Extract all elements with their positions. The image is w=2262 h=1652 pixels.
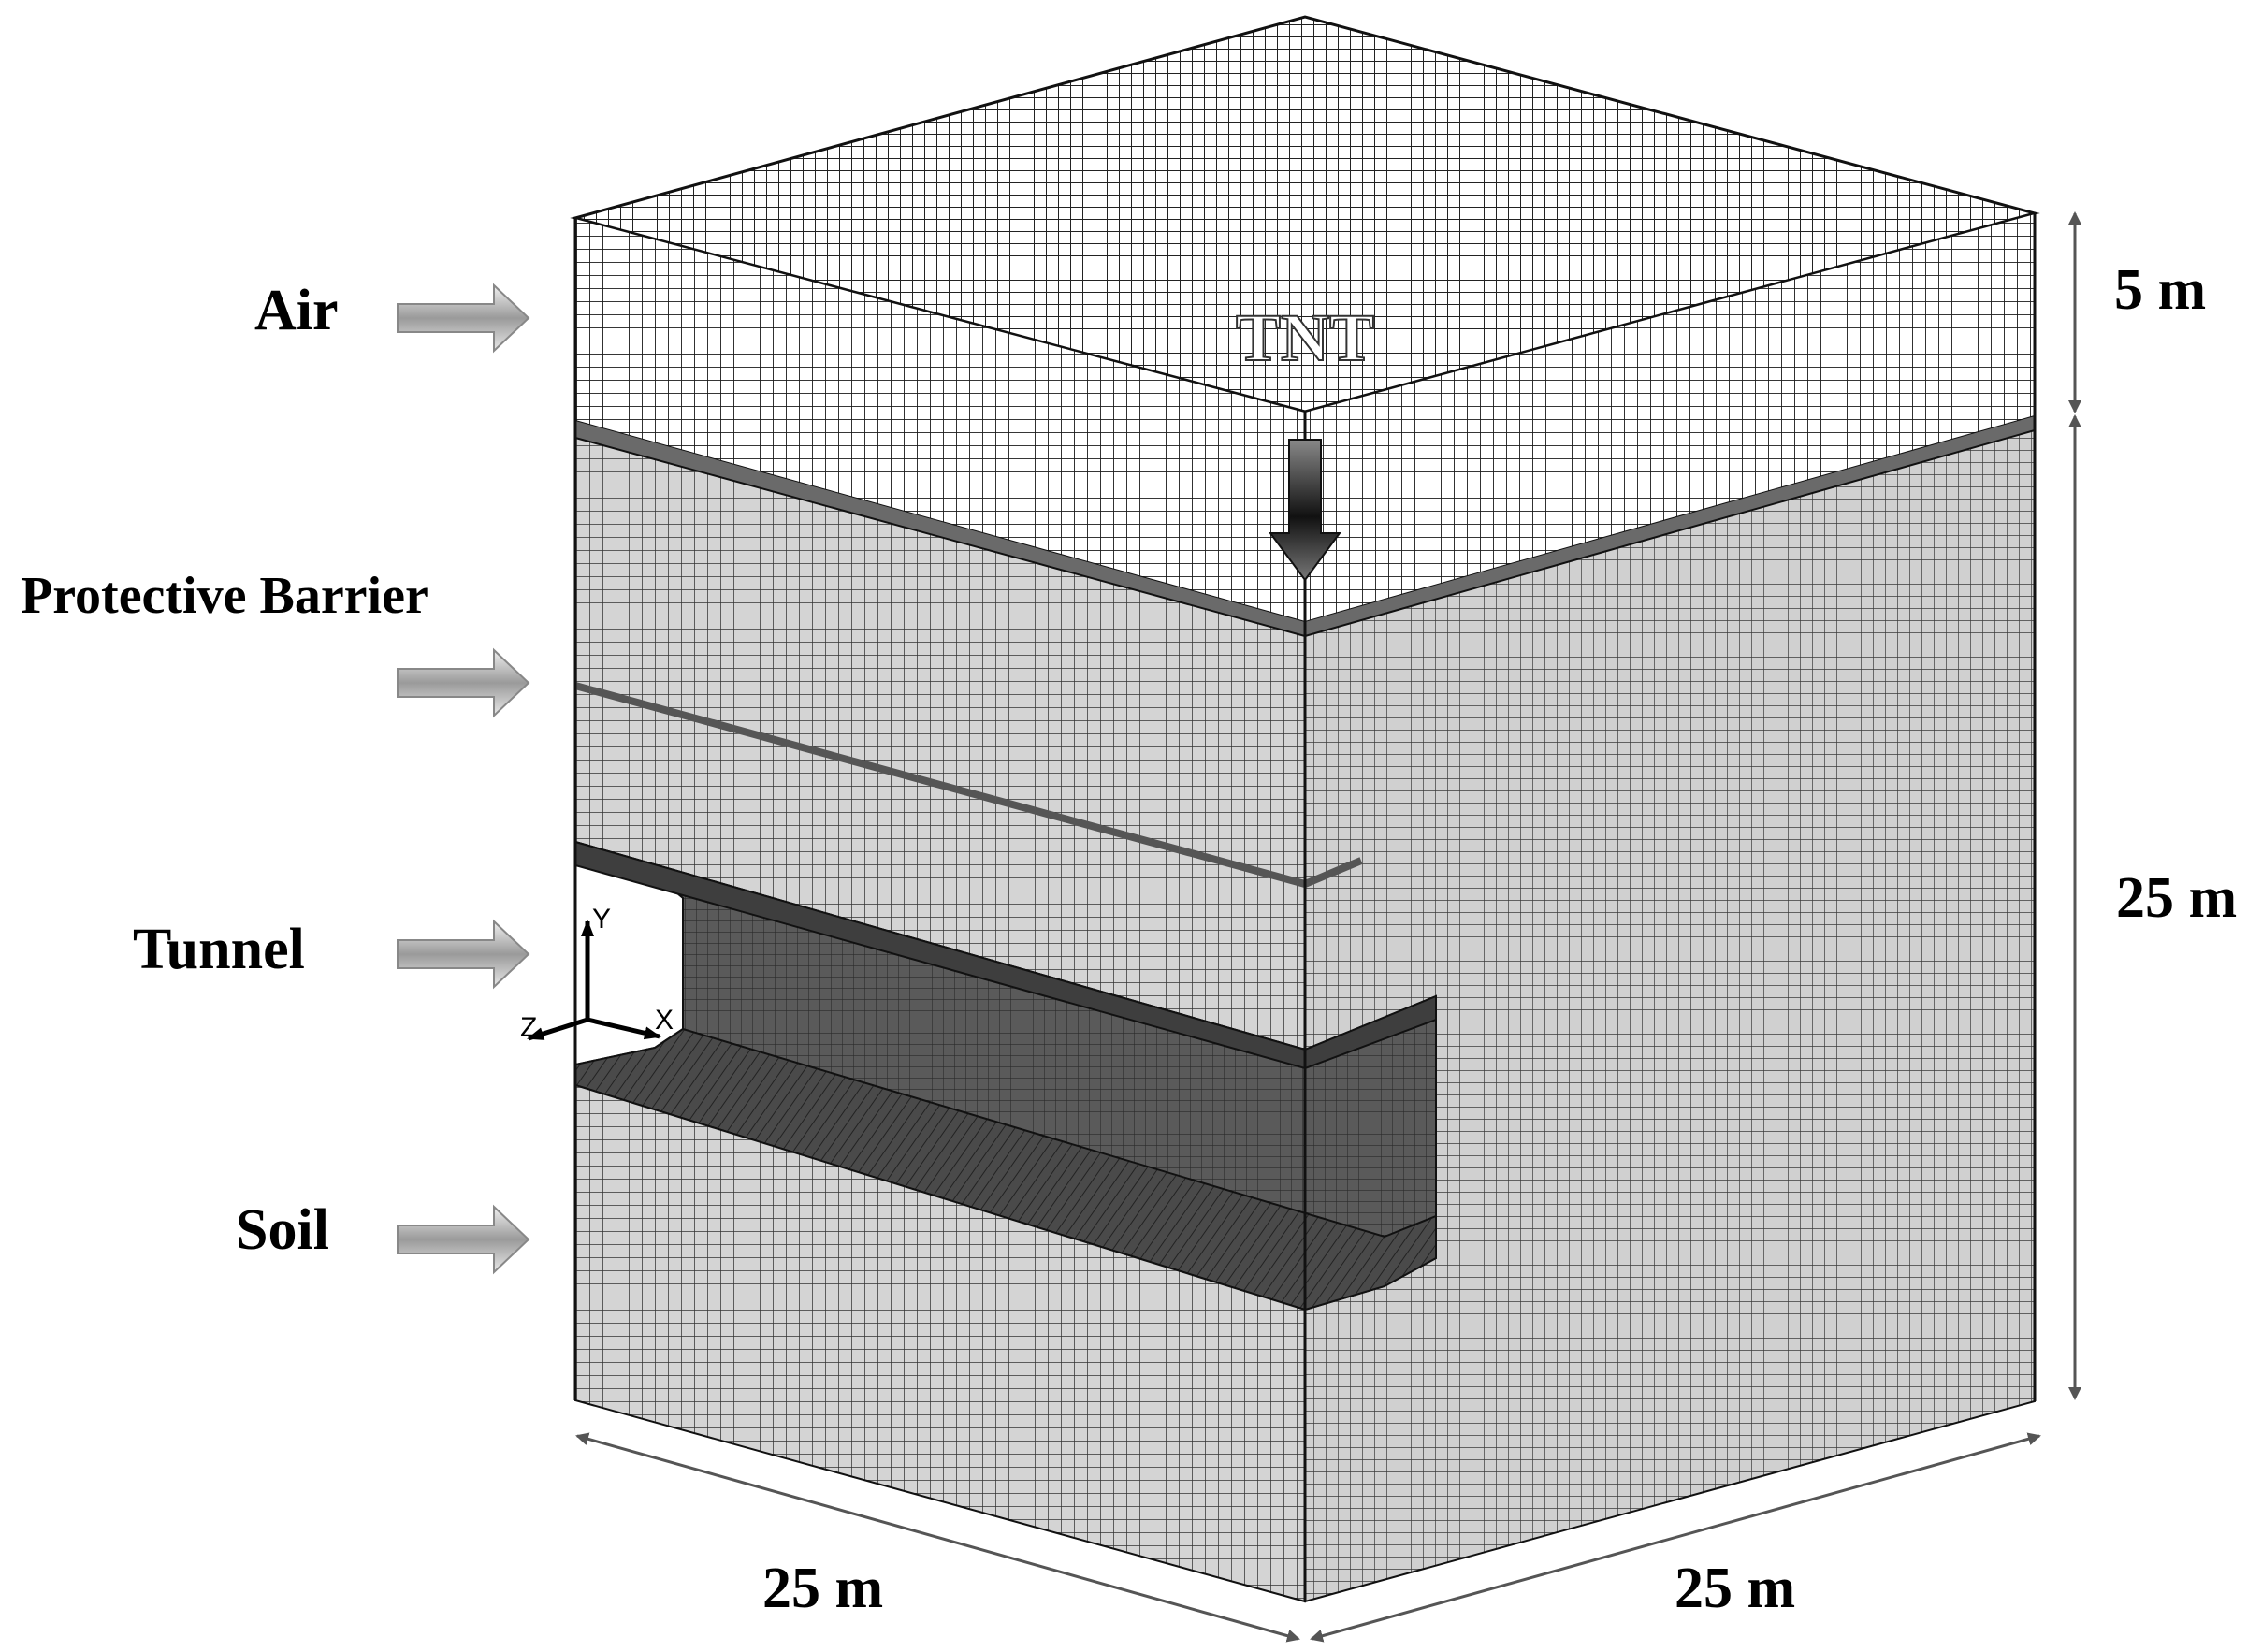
barrier-label: Protective Barrier xyxy=(21,567,428,625)
tunnel-floor-lining xyxy=(574,1027,1437,1311)
side-depth-dimension xyxy=(1310,1432,2041,1643)
tunnel-label: Tunnel xyxy=(133,918,305,981)
front-width-label: 25 m xyxy=(762,1557,883,1620)
x-axis-label: X xyxy=(655,1005,674,1036)
dimension-lines: 5 m 25 m 25 m 25 m xyxy=(575,211,2237,1643)
soil-height-label: 25 m xyxy=(2116,866,2237,930)
side-depth-label: 25 m xyxy=(1675,1557,1795,1620)
coordinate-axes: Y X Z xyxy=(520,904,674,1043)
soil-callout-arrow xyxy=(397,1204,530,1275)
layer-callouts: Air Protective Barrier Tunnel Soil xyxy=(21,279,530,1275)
z-axis-arrow xyxy=(527,1017,588,1041)
air-height-label: 5 m xyxy=(2114,258,2206,322)
tunnel-callout-arrow xyxy=(397,919,530,990)
barrier-callout-arrow xyxy=(397,647,530,718)
barrier-top-band-side xyxy=(1305,416,2035,636)
tnt-label: TNT xyxy=(1236,300,1374,375)
barrier-top-band-front xyxy=(575,421,1305,636)
tnt-charge: TNT xyxy=(1235,299,1375,582)
mesh-block xyxy=(570,15,2040,1603)
x-axis-arrow xyxy=(587,1017,661,1040)
y-axis-label: Y xyxy=(592,904,611,935)
front-width-dimension xyxy=(575,1432,1300,1643)
soil-label: Soil xyxy=(236,1198,329,1262)
air-callout-arrow xyxy=(397,283,530,354)
z-axis-label: Z xyxy=(520,1012,537,1043)
tnt-arrow xyxy=(1269,439,1341,582)
air-label: Air xyxy=(254,279,339,342)
